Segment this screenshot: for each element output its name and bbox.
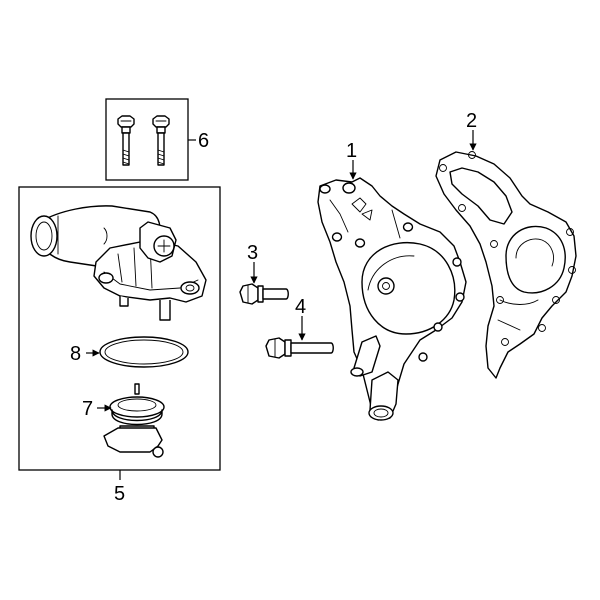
bolt-6a[interactable] <box>117 115 135 166</box>
thermostat-housing[interactable] <box>30 205 207 321</box>
bolt-kit-box <box>105 98 196 181</box>
water-pump-gasket[interactable] <box>435 151 577 379</box>
callout-7: 7 <box>82 398 93 420</box>
callout-8: 8 <box>70 343 81 365</box>
thermostat-7[interactable] <box>103 383 165 458</box>
callout-5: 5 <box>114 483 125 505</box>
callout-3: 3 <box>247 242 258 264</box>
gasket-ring-8[interactable] <box>99 336 189 368</box>
bolt-3[interactable] <box>239 283 289 305</box>
thermostat-assembly-box <box>18 186 221 480</box>
callout-6: 6 <box>198 130 209 152</box>
water-pump[interactable] <box>317 177 467 421</box>
callout-4: 4 <box>295 296 306 318</box>
callout-1: 1 <box>346 140 357 162</box>
callout-2: 2 <box>466 110 477 132</box>
bolt-4[interactable] <box>265 337 334 359</box>
bolt-6b[interactable] <box>152 115 170 166</box>
